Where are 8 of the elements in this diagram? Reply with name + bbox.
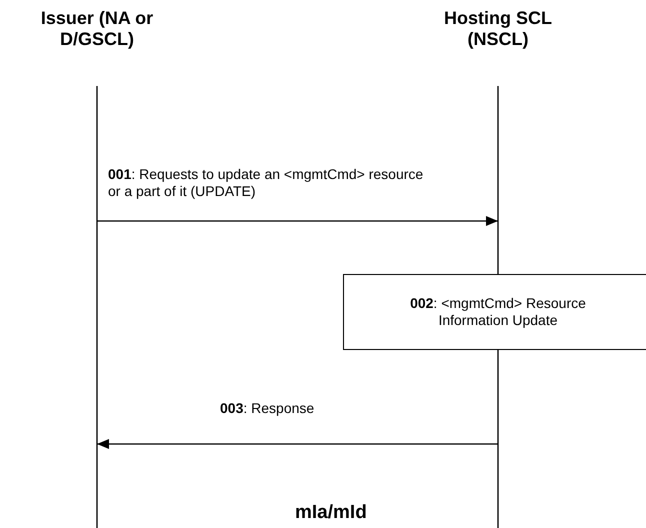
- interface-label: mIa/mId: [295, 502, 367, 524]
- participant-heading: Issuer (NA or D/GSCL): [40, 8, 154, 50]
- arrow: [97, 216, 498, 226]
- arrow: [97, 439, 498, 449]
- participant-heading: Hosting SCL (NSCL): [443, 8, 553, 50]
- process-box: [343, 274, 646, 350]
- edge-label: 003: Response: [220, 400, 314, 417]
- box-text: 002: <mgmtCmd> Resource Information Update: [409, 295, 587, 329]
